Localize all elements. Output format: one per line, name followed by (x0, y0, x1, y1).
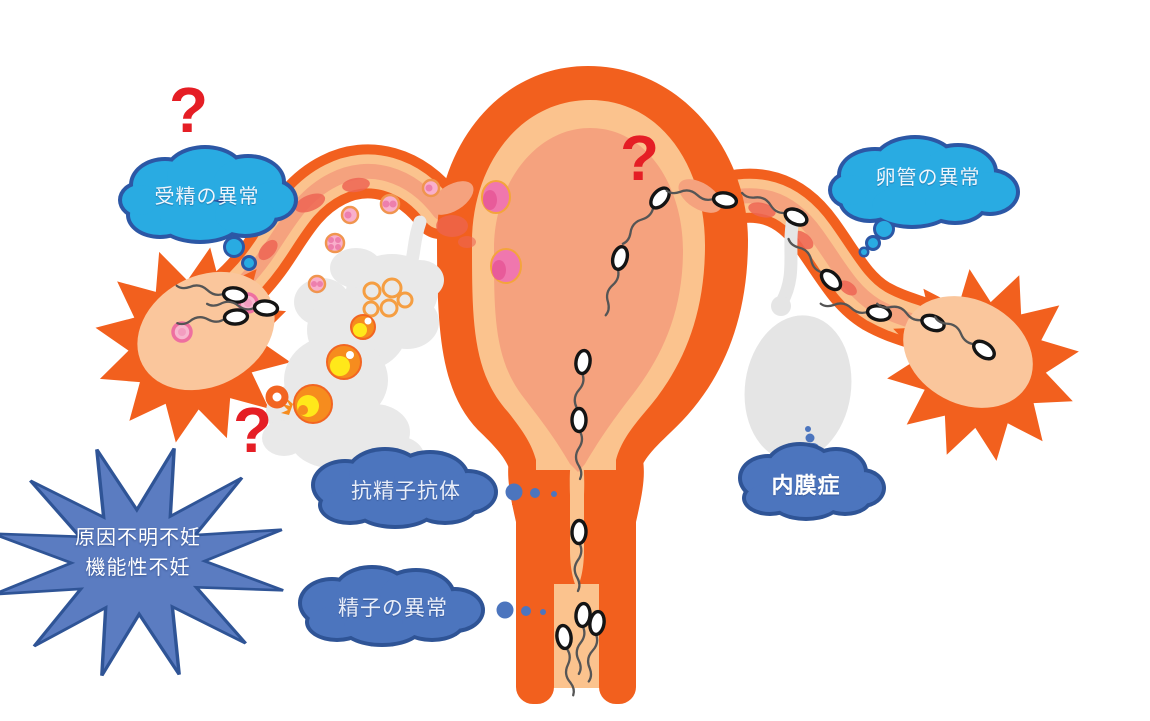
label-tubal-abnormality: 卵管の異常 (875, 167, 981, 189)
egg-icon (171, 321, 193, 343)
label-fertilization-abnormality: 受精の異常 (154, 186, 260, 208)
right-fallopian-tube (678, 168, 965, 358)
sperm-abnormality-cloud (298, 565, 546, 647)
implanted-embryo-blobs (481, 180, 522, 284)
uterus-illustration (430, 66, 748, 704)
label-antisperm-antibody: 抗精子抗体 (351, 480, 461, 503)
tubal-cloud (828, 135, 1020, 258)
label-endometriosis: 内膜症 (771, 473, 841, 498)
label-unexplained-line1: 原因不明不妊 (75, 527, 201, 549)
ovarian-follicle-development-cloud (262, 215, 444, 476)
endometriosis-cloud (738, 426, 886, 521)
right-fimbria-sun (873, 255, 1093, 475)
label-unexplained-line2: 機能性不妊 (85, 557, 191, 579)
question-mark-right-tube: ? (620, 122, 660, 194)
label-sperm-abnormality: 精子の異常 (338, 597, 448, 620)
question-mark-ovulation: ? (233, 394, 273, 466)
egg-icon (379, 193, 401, 215)
egg-icon (324, 232, 346, 254)
fertilization-cloud (118, 145, 298, 271)
egg-icon (421, 178, 441, 198)
embryo-eggs-in-tube (171, 178, 441, 343)
uterine-cavity (494, 128, 683, 472)
follicle-stages (265, 277, 414, 424)
released-egg-icon (265, 385, 289, 409)
egg-icon (307, 274, 327, 294)
label-unexplained-infertility: 原因不明不妊 機能性不妊 (28, 523, 248, 583)
egg-icon (340, 205, 360, 225)
antisperm-cloud (311, 447, 557, 529)
question-mark-fertilization: ? (169, 74, 209, 146)
